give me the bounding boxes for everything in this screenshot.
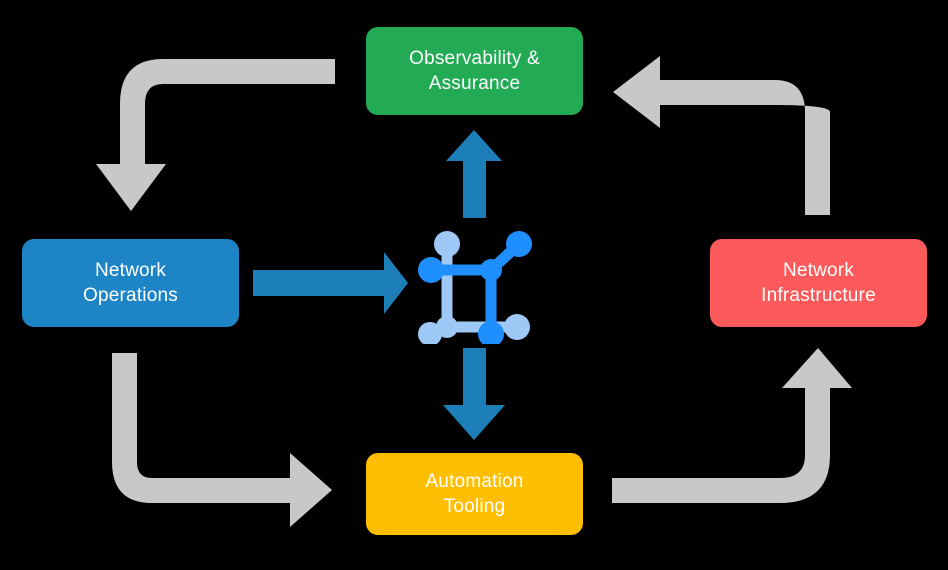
gray-arrow-observability-to-operations (96, 59, 335, 211)
topology-node-right (504, 314, 530, 340)
topology-node-bottom (478, 321, 504, 344)
blue-arrow-center-to-observability (446, 130, 502, 218)
node-box-observability-assurance[interactable]: Observability & Assurance (366, 27, 583, 115)
node-box-network-operations[interactable]: Network Operations (22, 239, 239, 327)
gray-arrow-infrastructure-to-observability (613, 56, 830, 215)
node-box-network-infrastructure[interactable]: Network Infrastructure (710, 239, 927, 327)
topology-node-left (418, 257, 444, 283)
network-topology-icon (418, 231, 532, 344)
node-box-automation-tooling[interactable]: Automation Tooling (366, 453, 583, 535)
topology-node-top-left (434, 231, 460, 257)
gray-arrow-automation-to-infrastructure (612, 348, 852, 503)
topology-node-bottom-left (418, 322, 442, 344)
topology-node-top-right (506, 231, 532, 257)
blue-arrow-center-to-automation (443, 348, 505, 440)
topology-node-hub (480, 259, 502, 281)
blue-arrow-operations-to-center (253, 252, 408, 314)
gray-arrow-operations-to-automation (112, 353, 332, 527)
